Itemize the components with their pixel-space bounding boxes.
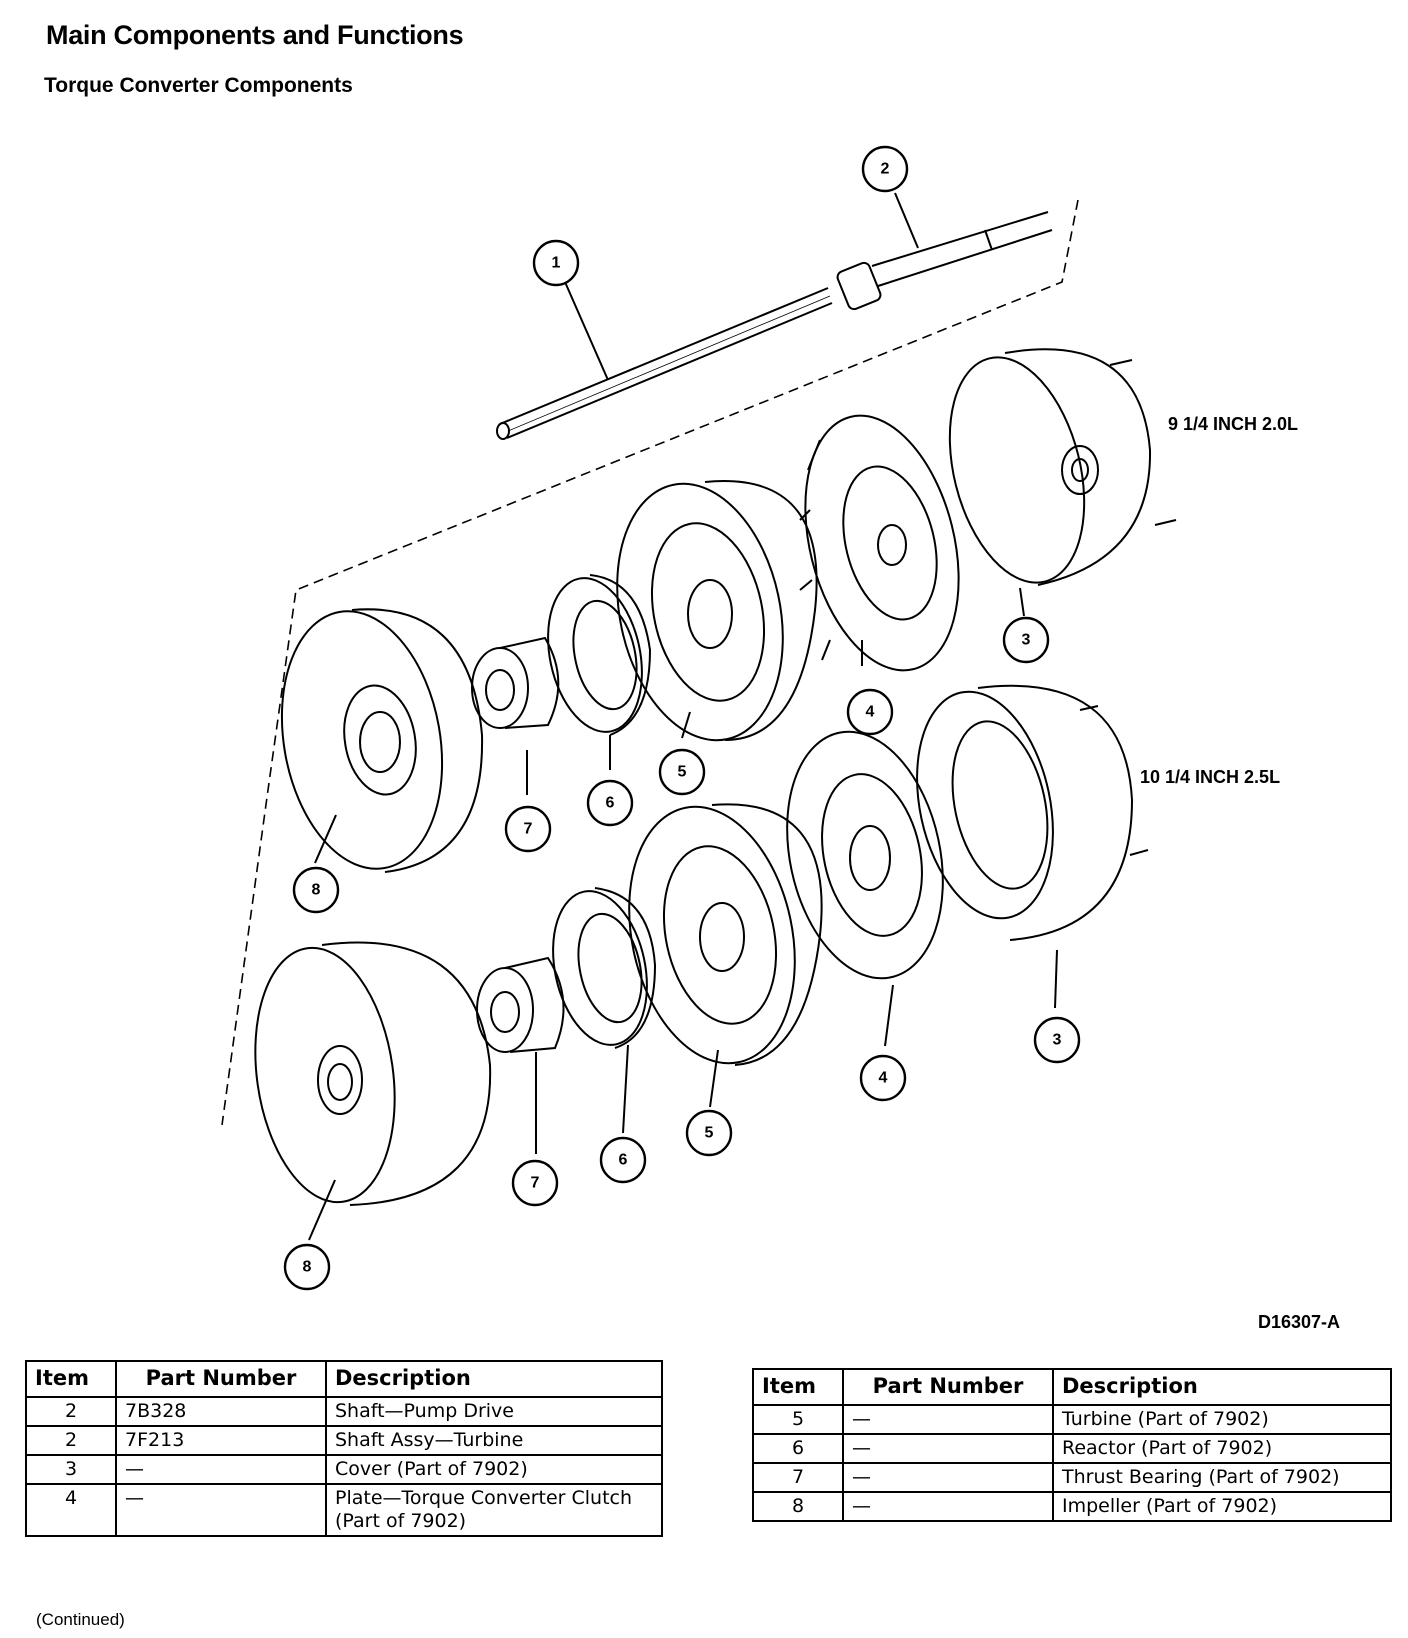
page-title: Main Components and Functions	[46, 20, 464, 50]
cell-part-number: —	[115, 1483, 327, 1537]
header-item: Item	[752, 1368, 844, 1406]
table-row: 8 — Impeller (Part of 7902)	[752, 1491, 1392, 1522]
cell-item: 2	[25, 1396, 117, 1427]
callout-2: 2	[881, 161, 890, 178]
header-part-number: Part Number	[115, 1360, 327, 1398]
upper-reactor-drawing	[547, 574, 652, 736]
table-row: 5 — Turbine (Part of 7902)	[752, 1404, 1392, 1435]
callout-3-lower: 3	[1053, 1032, 1062, 1049]
header-item: Item	[25, 1360, 117, 1398]
parts-table-left: Item Part Number Description 2 7B328 Sha…	[25, 1360, 663, 1537]
size-label-lower: 10 1/4 INCH 2.5L	[1140, 767, 1280, 787]
cell-part-number: —	[115, 1454, 327, 1485]
callout-3-upper: 3	[1022, 632, 1031, 649]
upper-impeller-drawing	[280, 608, 484, 873]
cell-description: Shaft—Pump Drive	[325, 1396, 663, 1427]
cell-part-number: —	[842, 1462, 1054, 1493]
cell-description: Impeller (Part of 7902)	[1052, 1491, 1392, 1522]
cell-part-number: —	[842, 1404, 1054, 1435]
callout-5-upper: 5	[678, 764, 687, 781]
cell-item: 2	[25, 1425, 117, 1456]
cell-item: 7	[752, 1462, 844, 1493]
cell-description: Shaft Assy—Turbine	[325, 1425, 663, 1456]
callout-6-lower: 6	[619, 1152, 628, 1169]
upper-thrust-bearing-drawing	[471, 636, 560, 729]
table-row: 3 — Cover (Part of 7902)	[25, 1454, 663, 1485]
callout-4-upper: 4	[866, 704, 875, 721]
cell-part-number: —	[842, 1491, 1054, 1522]
size-label-upper: 9 1/4 INCH 2.0L	[1168, 414, 1298, 434]
header-description: Description	[1052, 1368, 1392, 1406]
lower-cover-drawing	[916, 684, 1149, 941]
upper-turbine-drawing	[616, 480, 818, 742]
header-description: Description	[325, 1360, 663, 1398]
table-header-row: Item Part Number Description	[752, 1368, 1392, 1406]
table-row: 6 — Reactor (Part of 7902)	[752, 1433, 1392, 1464]
callout-8-lower: 8	[303, 1259, 312, 1276]
lower-thrust-bearing-drawing	[476, 956, 565, 1053]
table-row: 2 7B328 Shaft—Pump Drive	[25, 1396, 663, 1427]
torque-converter-exploded-diagram: 1 2 3 4 5 6 7 8 3 4 5 6 7 8 9 1/4 INCH 2…	[221, 145, 1298, 1291]
cell-description: Thrust Bearing (Part of 7902)	[1052, 1462, 1392, 1493]
parts-table-right: Item Part Number Description 5 — Turbine…	[752, 1368, 1392, 1522]
cell-description: Turbine (Part of 7902)	[1052, 1404, 1392, 1435]
callout-4-lower: 4	[879, 1070, 888, 1087]
cell-description: Cover (Part of 7902)	[325, 1454, 663, 1485]
callout-8-upper: 8	[312, 882, 321, 899]
cell-item: 4	[25, 1483, 117, 1537]
header-part-number: Part Number	[842, 1368, 1054, 1406]
cell-part-number: 7B328	[115, 1396, 327, 1427]
callout-6-upper: 6	[606, 795, 615, 812]
pump-drive-shaft-drawing	[496, 287, 833, 440]
lower-clutch-plate-drawing	[786, 730, 944, 980]
cell-item: 3	[25, 1454, 117, 1485]
cell-part-number: 7F213	[115, 1425, 327, 1456]
cell-description: Reactor (Part of 7902)	[1052, 1433, 1392, 1464]
callout-1: 1	[552, 255, 561, 272]
figure-id: D16307-A	[1258, 1312, 1341, 1332]
lower-reactor-drawing	[552, 887, 657, 1049]
continued-note: (Continued)	[36, 1610, 125, 1629]
lower-turbine-drawing	[628, 803, 823, 1066]
cell-item: 6	[752, 1433, 844, 1464]
callout-7-upper: 7	[524, 821, 533, 838]
upper-cover-drawing	[948, 348, 1177, 586]
cell-part-number: —	[842, 1433, 1054, 1464]
upper-clutch-plate-drawing	[799, 414, 960, 672]
table-row: 2 7F213 Shaft Assy—Turbine	[25, 1425, 663, 1456]
callout-7-lower: 7	[531, 1175, 540, 1192]
callout-5-lower: 5	[705, 1125, 714, 1142]
cell-item: 5	[752, 1404, 844, 1435]
section-subtitle: Torque Converter Components	[44, 74, 353, 97]
cell-description: Plate—Torque Converter Clutch (Part of 7…	[325, 1483, 663, 1537]
table-row: 4 — Plate—Torque Converter Clutch (Part …	[25, 1483, 663, 1537]
turbine-shaft-drawing	[836, 211, 1053, 311]
cell-item: 8	[752, 1491, 844, 1522]
table-row: 7 — Thrust Bearing (Part of 7902)	[752, 1462, 1392, 1493]
lower-impeller-drawing	[254, 941, 492, 1206]
table-header-row: Item Part Number Description	[25, 1360, 663, 1398]
